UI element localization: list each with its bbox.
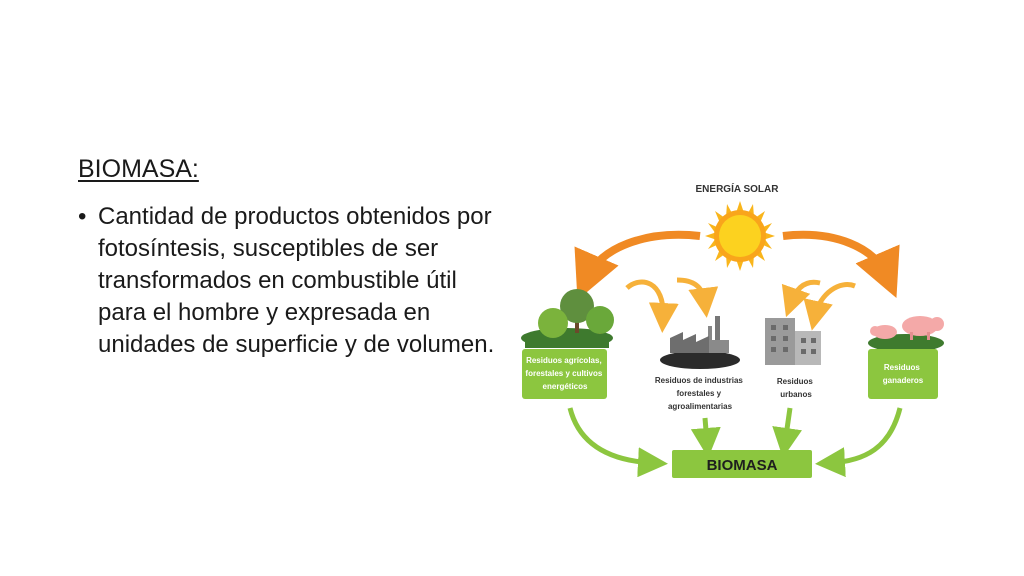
- industrias-label-1: Residuos de industrias: [655, 376, 744, 385]
- arrow-sun-to-urbanos-left: [781, 279, 821, 318]
- ganaderos-label-2: ganaderos: [883, 376, 924, 385]
- industrias-label-3: agroalimentarias: [668, 402, 733, 411]
- ganaderos-box: [868, 349, 938, 399]
- arrow-industrias-to-biomasa: [690, 417, 721, 458]
- factory-icon: [660, 316, 740, 369]
- urbanos-label-1: Residuos: [777, 377, 814, 386]
- biomasa-label: BIOMASA: [707, 457, 778, 474]
- biomasa-box: [672, 450, 812, 478]
- ganaderos-label-1: Residuos: [884, 363, 921, 372]
- bullet-icon: •: [78, 203, 87, 230]
- trees-icon: [521, 289, 614, 348]
- industrias-label-2: forestales y: [677, 389, 722, 398]
- arrow-sun-to-industrias-right: [676, 277, 719, 318]
- svg-text:Residuos agrícolas, forest: Residuos agrícolas, forestales y cultivo…: [525, 356, 604, 391]
- urbanos-label-2: urbanos: [780, 390, 812, 399]
- arrow-ganaderos-to-biomasa: [815, 407, 903, 478]
- arrow-urbanos-to-biomasa: [772, 407, 802, 458]
- agricola-box: [522, 349, 607, 399]
- buildings-icon: [765, 318, 821, 365]
- bullet-text: Cantidad de productos obtenidos por foto…: [98, 203, 495, 358]
- sun-icon: [705, 201, 775, 271]
- arrow-agricola-to-biomasa: [567, 407, 668, 478]
- arrow-sun-to-industrias-left: [625, 279, 679, 333]
- agricola-label-1: Residuos agrícolas,: [526, 356, 602, 365]
- svg-text:Residuos urbanos: Residuos urbanos: [777, 377, 815, 399]
- agricola-label-3: energéticos: [543, 382, 588, 391]
- svg-text:Residuos ganaderos: Residuos ganaderos: [883, 363, 924, 385]
- sun-label: ENERGÍA SOLAR: [696, 182, 780, 195]
- agricola-label-2: forestales y cultivos: [525, 369, 602, 378]
- slide-title: BIOMASA:: [78, 155, 199, 183]
- arrow-sun-to-agricola: [574, 230, 701, 301]
- arrow-sun-to-ganaderos: [782, 230, 900, 299]
- bullet-item: • Cantidad de productos obtenidos por fo…: [78, 201, 498, 361]
- biomass-diagram: ENERGÍA SOLAR: [521, 182, 944, 478]
- pigs-icon: [868, 316, 944, 352]
- svg-text:Residuos de industrias for: Residuos de industrias forestales y agro…: [655, 376, 745, 411]
- arrow-sun-to-urbanos-right: [803, 282, 856, 331]
